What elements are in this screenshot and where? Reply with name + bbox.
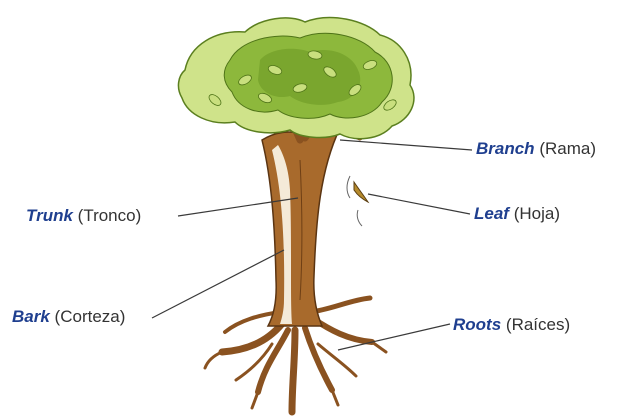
falling-leaf-illustration: [347, 176, 368, 226]
branch-label: Branch (Rama): [476, 140, 596, 157]
trunk-label: Trunk (Tronco): [26, 207, 141, 224]
foliage-illustration: [178, 18, 414, 139]
bark-leader-line: [152, 250, 284, 318]
leaf-leader-line: [368, 194, 470, 214]
bark-label: Bark (Corteza): [12, 308, 125, 325]
trunk-translation: (Tronco): [78, 206, 142, 225]
trunk-illustration: [262, 128, 340, 326]
roots-term: Roots: [453, 315, 501, 334]
leaf-term: Leaf: [474, 204, 509, 223]
roots-label: Roots (Raíces): [453, 316, 570, 333]
branch-term: Branch: [476, 139, 535, 158]
roots-translation: (Raíces): [506, 315, 570, 334]
trunk-term: Trunk: [26, 206, 73, 225]
leaf-label: Leaf (Hoja): [474, 205, 560, 222]
bark-translation: (Corteza): [55, 307, 126, 326]
leaf-translation: (Hoja): [514, 204, 560, 223]
branch-leader-line: [340, 140, 472, 150]
branch-translation: (Rama): [539, 139, 596, 158]
bark-term: Bark: [12, 307, 50, 326]
